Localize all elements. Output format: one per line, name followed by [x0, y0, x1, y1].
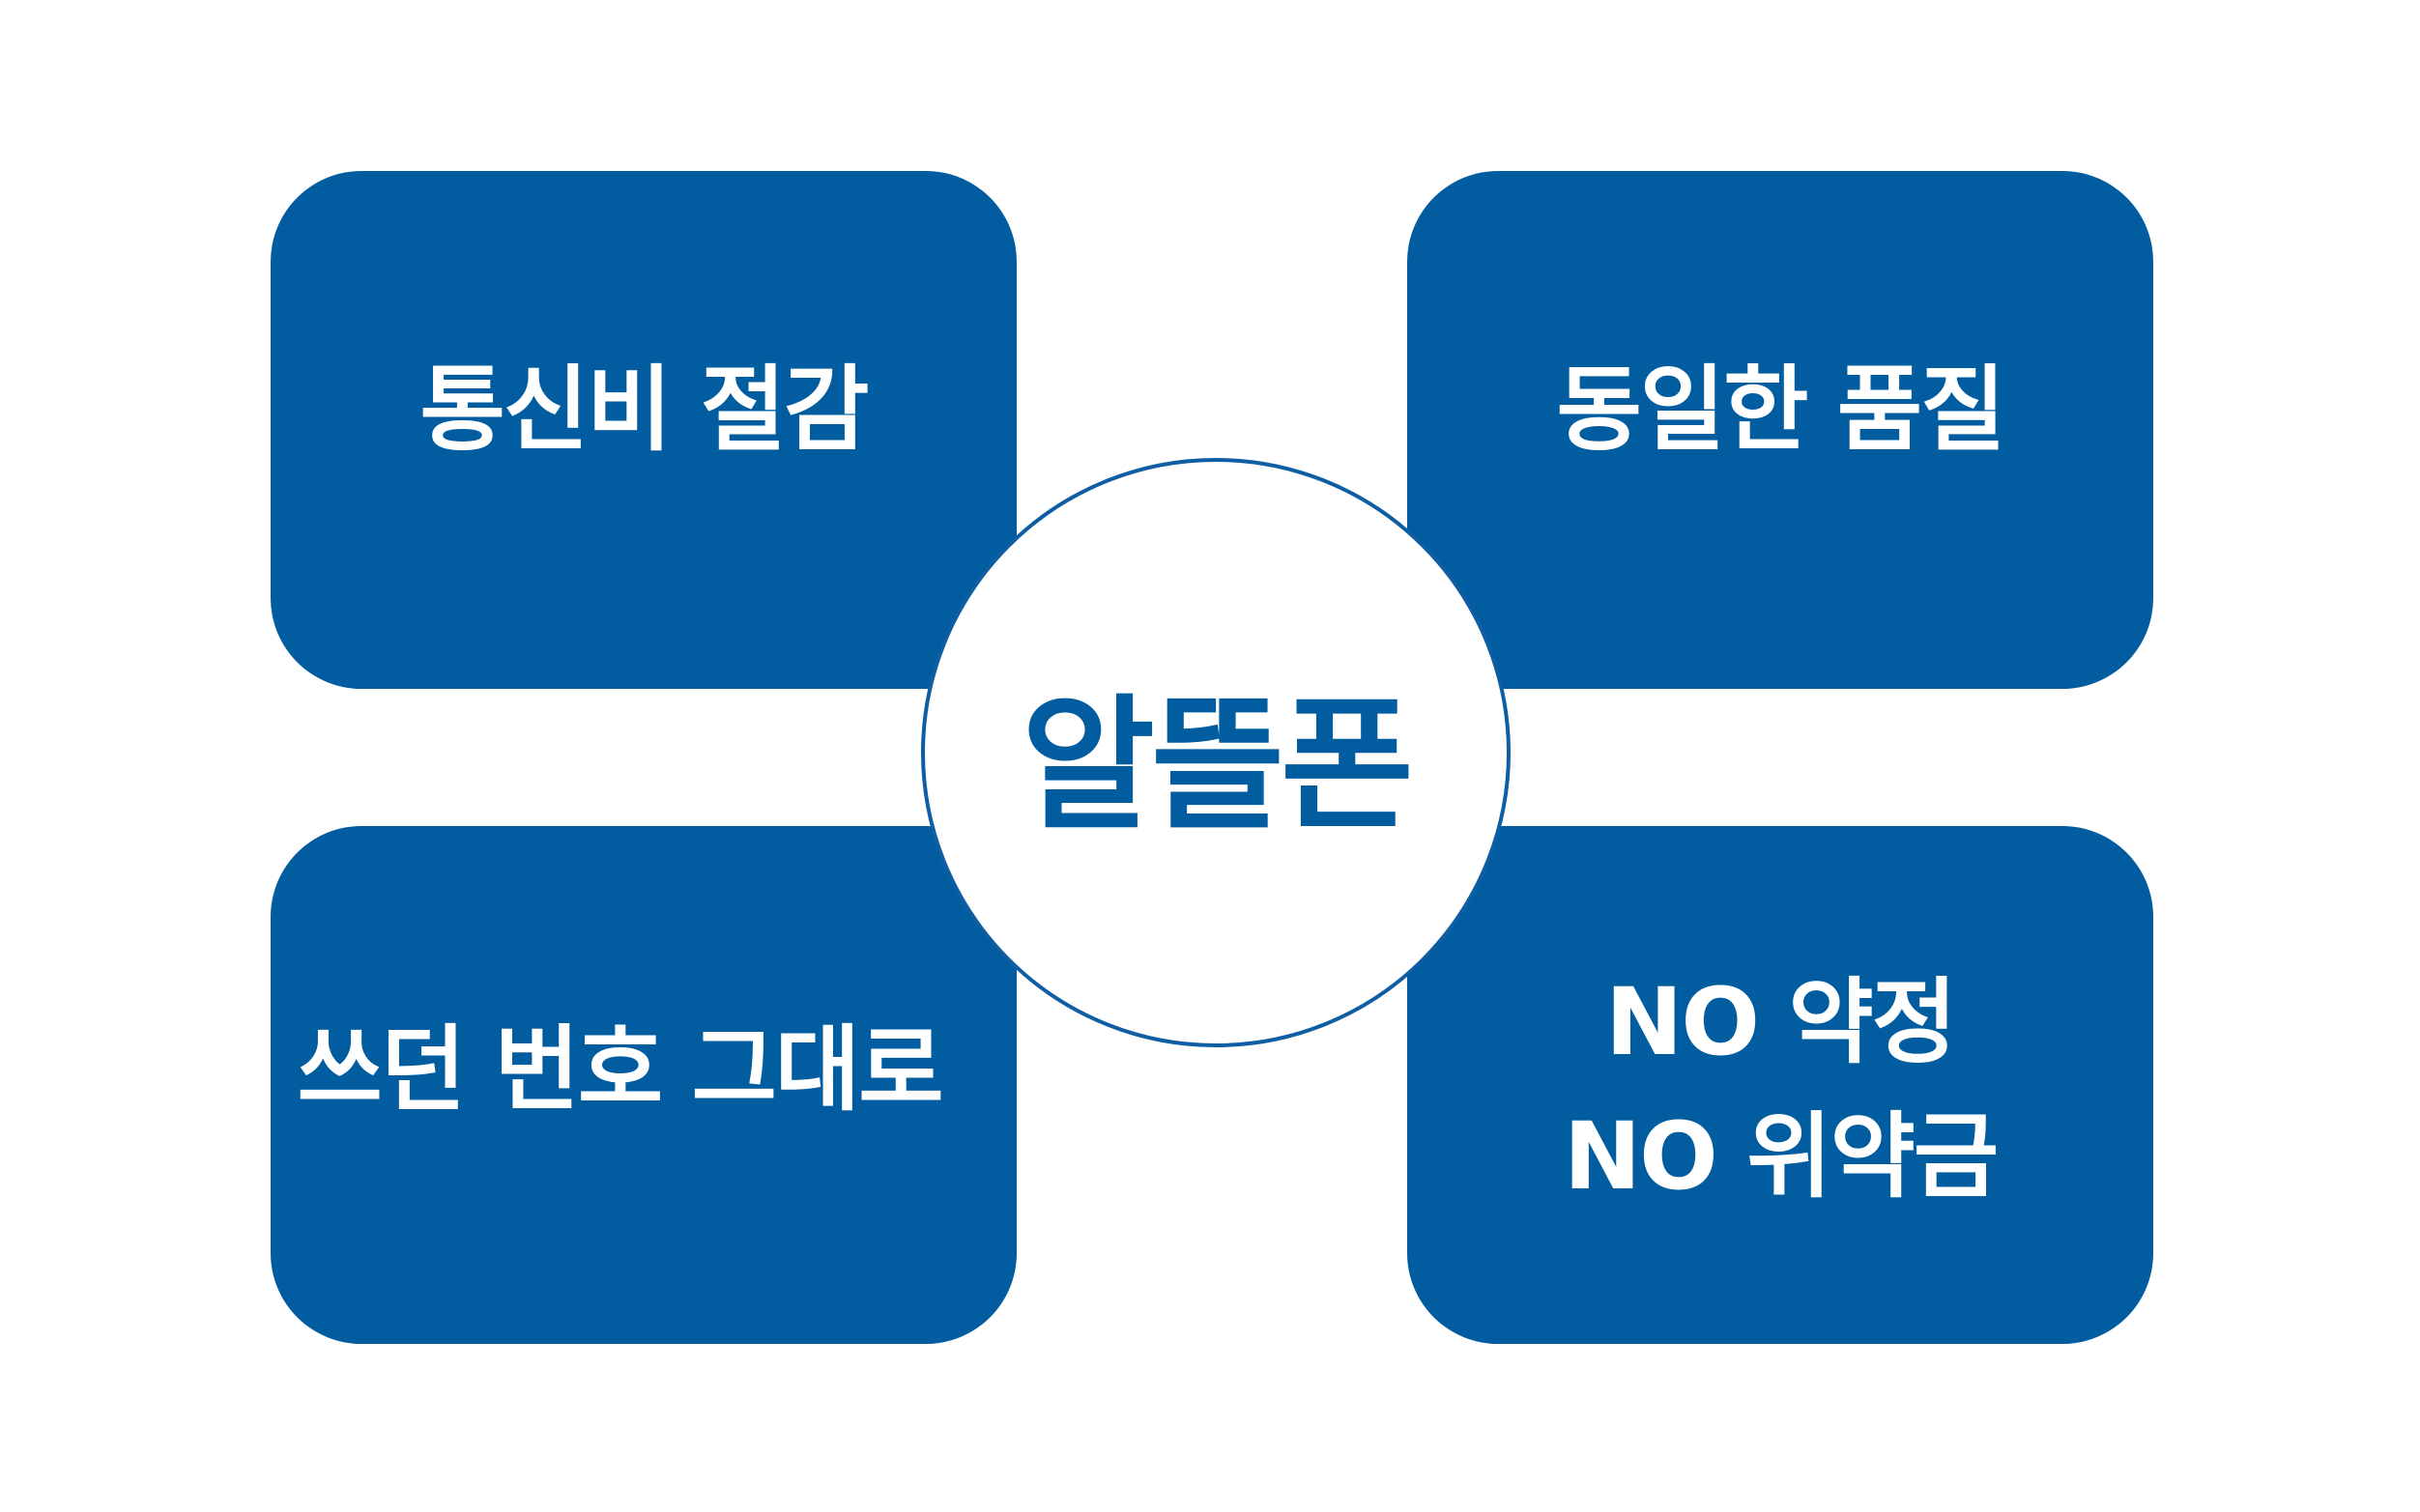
benefit-label: 통신비 절감 [419, 356, 869, 465]
benefit-box-cost-saving: 통신비 절감 [271, 171, 1017, 689]
benefit-label: 동일한 품질 [1556, 356, 2005, 465]
benefit-box-no-contract: NO 약정 NO 위약금 [1407, 826, 2153, 1344]
benefit-box-keep-number: 쓰던 번호 그대로 [271, 826, 1017, 1344]
benefit-label-line-1: NO 약정 [1604, 967, 1957, 1076]
benefit-box-same-quality: 동일한 품질 [1407, 171, 2153, 689]
center-circle: 알뜰폰 [921, 458, 1511, 1047]
center-label: 알뜰폰 [1021, 681, 1414, 850]
benefit-label-line-2: NO 위약금 [1563, 1102, 1999, 1211]
benefit-label: 쓰던 번호 그대로 [297, 1015, 943, 1125]
